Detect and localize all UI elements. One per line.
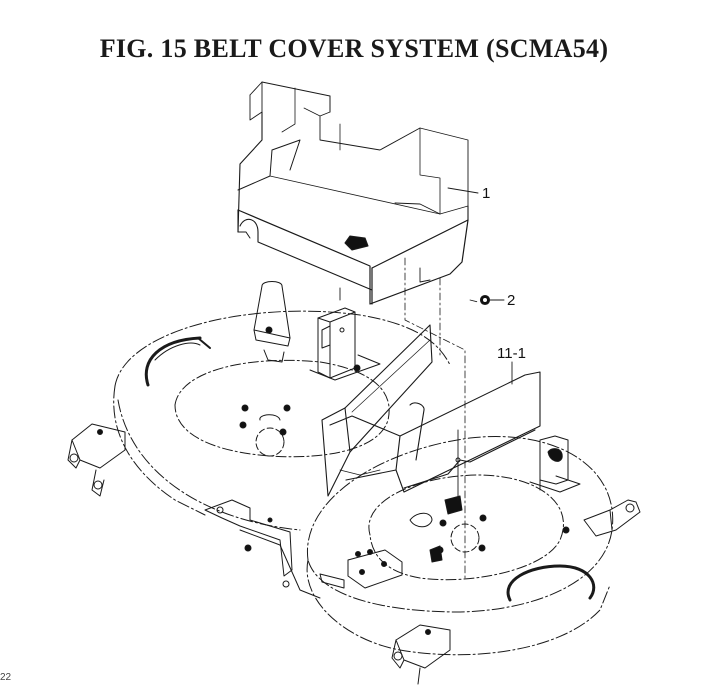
right-side-bracket [562, 499, 641, 537]
callout-label-2: 2 [507, 292, 515, 309]
right-pulley-stand [529, 435, 581, 493]
mounting-plate [347, 549, 403, 589]
left-deck-shell [113, 310, 451, 531]
left-lift-handle [144, 336, 202, 387]
belt-cover [237, 81, 469, 305]
right-deck-inner [368, 429, 564, 581]
right-deck-shell [306, 436, 614, 656]
left-pivot-bracket [67, 423, 126, 497]
nut-part-2 [479, 294, 505, 306]
page-number: 22 [0, 672, 12, 683]
figure-title: FIG. 15 BELT COVER SYSTEM (SCMA54) [99, 34, 609, 63]
alignment-guides [404, 257, 479, 581]
side-gusset [319, 573, 345, 589]
right-lift-handle [506, 564, 596, 602]
callout-label-11-1: 11-1 [497, 345, 526, 362]
center-hanger-bar [204, 499, 321, 599]
idler-bracket [309, 307, 381, 381]
left-deck-inner [174, 359, 390, 458]
callout-label-1: 1 [482, 185, 490, 202]
left-pulley-stand [253, 281, 291, 363]
leader-line-1 [447, 187, 479, 194]
bottom-pivot-bracket [391, 624, 451, 685]
